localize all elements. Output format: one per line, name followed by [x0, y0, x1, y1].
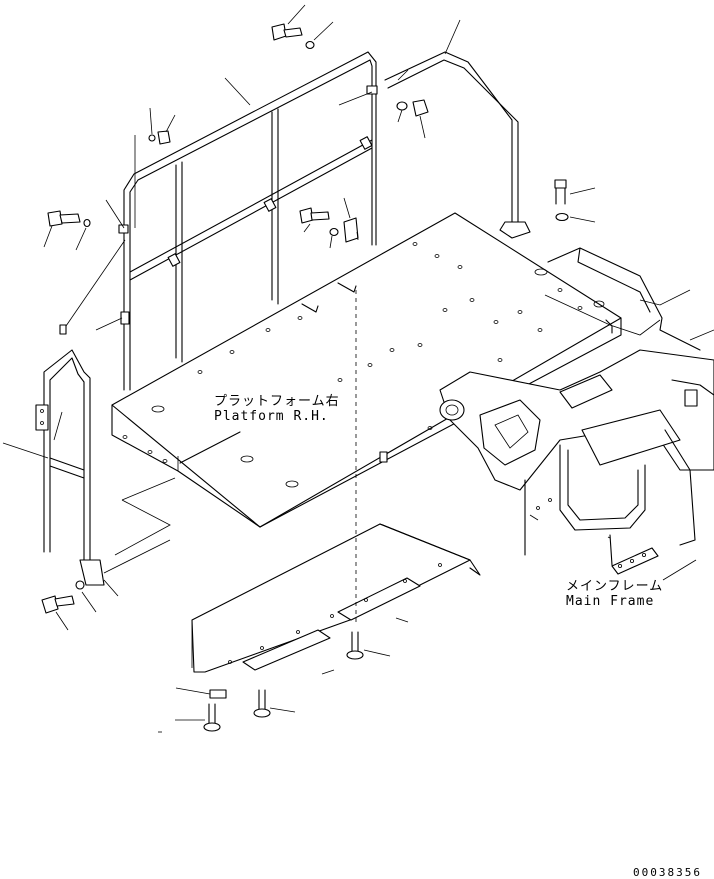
bolt-left — [43, 199, 125, 251]
assembly-lines — [114, 290, 611, 675]
washer-nut-top-right — [338, 91, 429, 139]
main-frame-label-en: Main Frame — [566, 594, 655, 609]
platform-label-en: Platform R.H. — [214, 409, 329, 424]
platform-label-jp: プラットフォーム右 — [214, 394, 340, 409]
handrail-rear-post — [384, 19, 531, 239]
bolt-top — [271, 4, 334, 50]
main-frame-label-jp: メインフレーム — [566, 579, 664, 594]
bolt-middle — [299, 197, 359, 249]
platform-deck — [111, 212, 622, 528]
bolt-bottom-left — [41, 539, 171, 631]
handrail-front — [2, 239, 130, 586]
bolt-right — [554, 179, 596, 223]
main-frame — [439, 247, 714, 581]
drawing-code: 00038356 — [633, 866, 702, 879]
handrail-main — [118, 51, 378, 391]
bolts-lower — [158, 631, 391, 733]
cover-plate — [191, 523, 481, 673]
nut-left-top — [134, 107, 176, 228]
